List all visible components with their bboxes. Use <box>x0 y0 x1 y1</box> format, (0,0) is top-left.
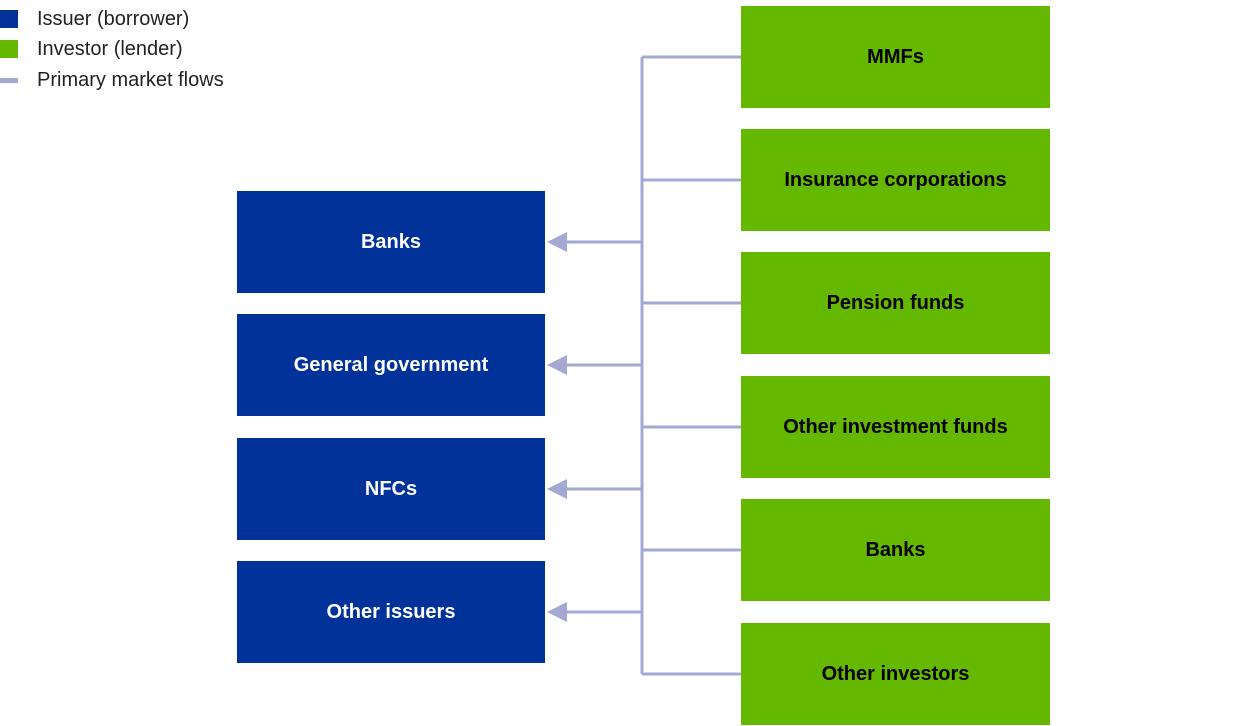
investor-label: Other investors <box>821 662 970 685</box>
issuer-box-nfcs: NFCs <box>237 438 545 540</box>
issuer-box-general-government: General government <box>237 314 545 416</box>
issuer-swatch <box>0 10 18 28</box>
issuer-label: General government <box>293 353 489 376</box>
investor-label: Insurance corporations <box>784 168 1007 191</box>
flow-arrowhead-icon <box>547 602 567 622</box>
legend-label-investor: Investor (lender) <box>37 38 183 60</box>
investor-swatch <box>0 40 18 58</box>
issuer-label: NFCs <box>364 477 418 500</box>
issuer-box-other-issuers: Other issuers <box>237 561 545 663</box>
investor-box-other-investment-funds: Other investment funds <box>741 376 1050 478</box>
investor-label: Pension funds <box>826 291 965 314</box>
investor-label: Banks <box>865 538 926 561</box>
issuer-label: Banks <box>360 230 422 253</box>
investor-label: Other investment funds <box>783 415 1008 438</box>
flow-arrowhead-icon <box>547 355 567 375</box>
investor-box-pension-funds: Pension funds <box>741 252 1050 354</box>
legend-label-issuer: Issuer (borrower) <box>37 8 190 30</box>
investor-box-insurance-corporations: Insurance corporations <box>741 129 1050 231</box>
issuer-label: Other issuers <box>326 600 456 623</box>
investor-box-mmfs: MMFs <box>741 6 1050 108</box>
issuer-box-banks: Banks <box>237 191 545 293</box>
flow-line-swatch <box>0 78 18 83</box>
investor-box-other-investors: Other investors <box>741 623 1050 725</box>
flow-arrowhead-icon <box>547 479 567 499</box>
flow-arrowhead-icon <box>547 232 567 252</box>
legend-label-flows: Primary market flows <box>37 69 224 91</box>
investor-box-banks: Banks <box>741 499 1050 601</box>
investor-label: MMFs <box>867 45 924 68</box>
